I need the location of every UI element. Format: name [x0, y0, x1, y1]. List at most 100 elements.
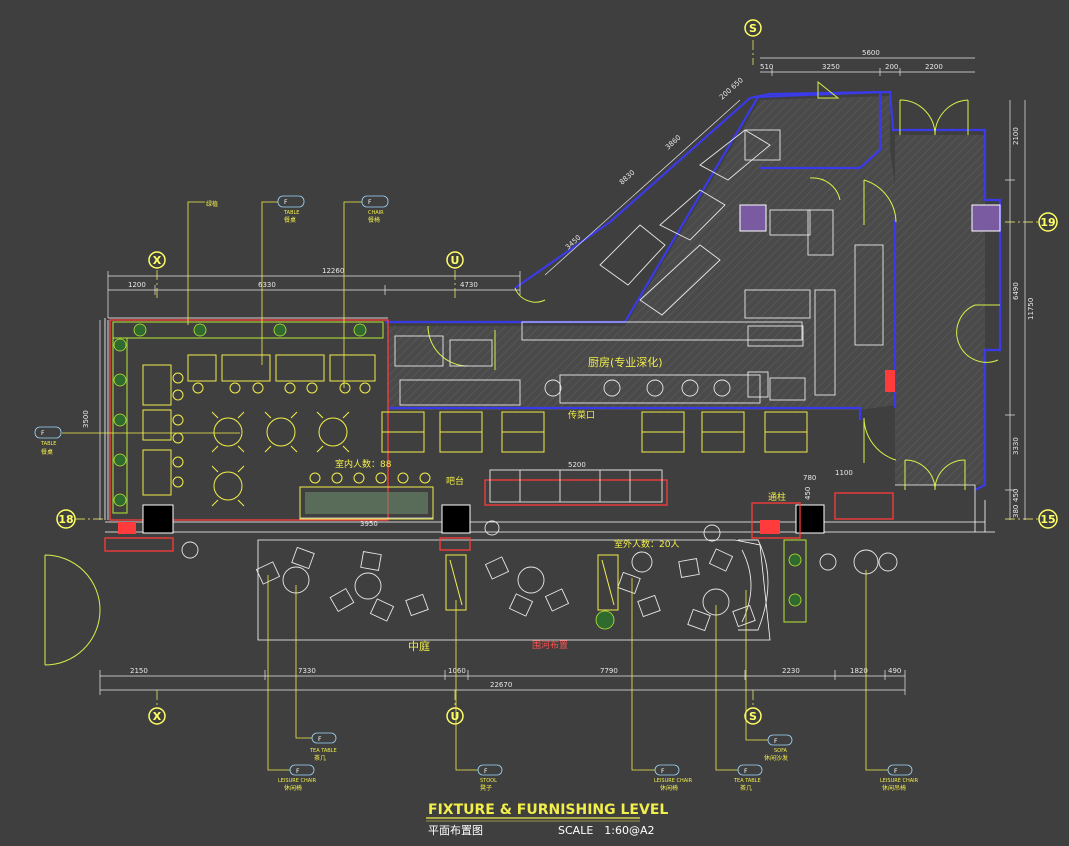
dim-left-v: 3500: [82, 410, 90, 428]
outdoor-seats-label: 室外人数：20人: [614, 538, 679, 550]
tag-b3-code: F: [484, 768, 488, 775]
tag-b7-cn: 休闲吊椅: [882, 784, 906, 792]
pillar-tag-label: 通柱: [768, 491, 786, 503]
tag-top2-en: TABLE: [283, 210, 299, 216]
tag-top3-en: CHAIR: [368, 210, 384, 216]
tag-b2-en: TEA TABLE: [309, 748, 337, 754]
tag-b1-en: LEISURE CHAIR: [278, 778, 317, 784]
tag-b1-cn: 休闲椅: [284, 784, 302, 792]
tag-top3-code: F: [368, 199, 372, 206]
title-block: FIXTURE & FURNISHING LEVEL 平面布置图 SCALE 1…: [426, 802, 668, 837]
tag-b2-code: F: [318, 736, 322, 743]
grid-x-top-label: X: [153, 254, 162, 267]
right-planter: [783, 539, 807, 623]
tag-b3-bubble: [477, 764, 503, 776]
grid-19-right-label: 19: [1040, 216, 1055, 229]
grid-s-bottom-label: S: [749, 710, 757, 723]
bar-outline: [484, 479, 668, 506]
tag-top3-cn: 餐椅: [368, 216, 380, 224]
courtyard-outline: [257, 539, 771, 641]
kitchen-label: 厨房(专业深化): [588, 355, 663, 369]
tag-top2-code: F: [284, 199, 288, 206]
pillars: [142, 204, 1001, 534]
tag-b5-en: TEA TABLE: [733, 778, 761, 784]
tag-b6-en: SOFA: [774, 748, 788, 754]
outer-wall-upper: [514, 90, 1002, 491]
drawing-subtitle: 平面布置图: [428, 824, 483, 837]
dim-right-5: 450: [1012, 489, 1020, 502]
dim-small-1: 780: [803, 474, 816, 482]
grid-15-right-label: 15: [1040, 513, 1055, 526]
dim-top-1: 1200: [128, 281, 146, 289]
grid-bubble-x-top: [148, 251, 166, 269]
tag-b7-code: F: [894, 768, 898, 775]
tag-b6-cn: 休闲沙发: [764, 754, 788, 762]
grid-bubble-u-bottom: [446, 707, 464, 725]
doors: [44, 80, 1000, 666]
dim-right-1: 2100: [1012, 127, 1020, 145]
tag-b2-cn: 茶几: [314, 754, 326, 762]
red-items: [104, 370, 895, 552]
tag-b4-cn: 休闲椅: [660, 784, 678, 792]
tag-left1-cn: 餐桌: [41, 448, 53, 456]
tag-b3-en: STOOL: [480, 778, 497, 784]
dim-small-3: 450: [804, 487, 812, 500]
grid-bubbles: X U S X U S 18 19 15: [56, 19, 1058, 725]
main-corridor-wall: [105, 521, 985, 533]
dim-top-3: 4730: [460, 281, 478, 289]
tag-b2-bubble: [311, 732, 337, 744]
tag-left1-bubble: [34, 426, 62, 439]
drawing-title: FIXTURE & FURNISHING LEVEL: [428, 802, 668, 818]
tag-b1-bubble: [289, 764, 315, 776]
tag-left1-code: F: [41, 430, 45, 437]
square-table-row: [381, 411, 808, 453]
tag-b7-bubble: [887, 764, 913, 776]
dim-small-2: 1100: [835, 469, 853, 477]
grid-u-top-label: U: [451, 254, 460, 267]
dim-right-4: 3330: [1012, 437, 1020, 455]
pass-window-label: 传菜口: [568, 409, 595, 421]
drawing-scale: SCALE 1:60@A2: [558, 824, 655, 837]
grid-bubble-s-bottom: [744, 707, 762, 725]
tag-b5-bubble: [737, 764, 763, 776]
tag-top2-bubble: [277, 195, 305, 208]
room-labels: 厨房(专业深化) 中庭 室内人数：88 室外人数：20人 传菜口 吧台 围河布置…: [335, 355, 786, 653]
grid-bubble-u-top: [446, 251, 464, 269]
left-wall: [104, 317, 388, 520]
kitchen-equipment: [394, 129, 884, 406]
kitchen-area: [388, 96, 895, 410]
tag-top3-bubble: [361, 195, 389, 208]
grid-bubble-x-bottom: [148, 707, 166, 725]
tag-b4-en: LEISURE CHAIR: [654, 778, 693, 784]
grid-x-bottom-label: X: [153, 710, 162, 723]
tag-b3-cn: 凳子: [480, 784, 492, 792]
dim-bench-len: 3950: [360, 520, 378, 528]
tag-b7-en: LEISURE CHAIR: [880, 778, 919, 784]
dim-bottom-5: 2230: [782, 667, 800, 675]
decor-label: 围河布置: [532, 639, 568, 651]
tag-b4-code: F: [661, 768, 665, 775]
grid-lines: [75, 40, 1040, 705]
plant-bushes: [113, 323, 802, 630]
left-planter: [112, 337, 128, 514]
tag-top1-cn: 绿植: [206, 200, 218, 208]
outdoor-furniture: [181, 520, 898, 632]
tag-b4-bubble: [654, 764, 680, 776]
dim-tr-d: 2200: [925, 63, 943, 71]
grid-18-left-label: 18: [58, 513, 73, 526]
dim-tr-b: 3250: [822, 63, 840, 71]
back-bar: [489, 469, 663, 503]
dim-diag-4: 200 650: [718, 76, 745, 101]
dim-bar-len: 5200: [568, 461, 586, 469]
tag-b6-bubble: [767, 734, 793, 746]
tag-b1-code: F: [296, 768, 300, 775]
outdoor-sofa: [738, 539, 769, 631]
grid-bubble-15-right: [1038, 509, 1058, 529]
dim-diag-3: 3860: [664, 134, 683, 152]
dim-tr-total: 5600: [862, 49, 880, 57]
bar-label: 吧台: [446, 475, 464, 487]
left-tables: [142, 364, 184, 496]
dim-tr-a: 510: [760, 63, 773, 71]
